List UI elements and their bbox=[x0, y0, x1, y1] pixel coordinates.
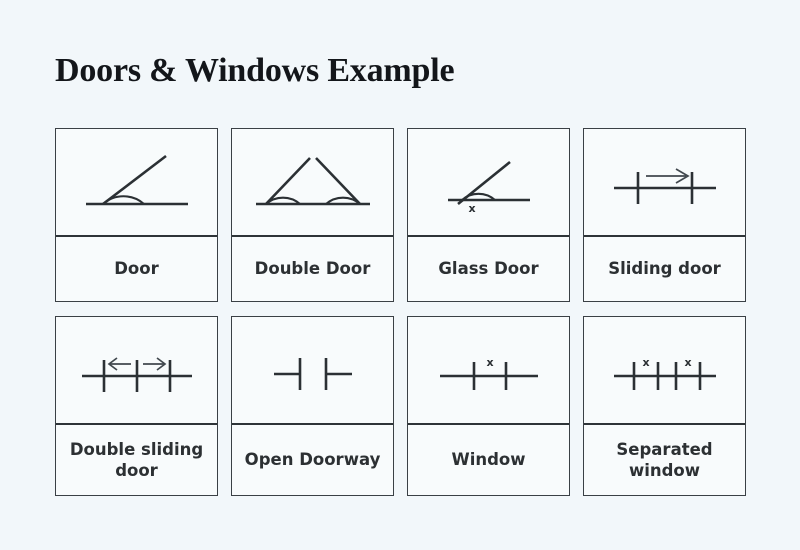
door-swing-symbol bbox=[56, 129, 217, 235]
symbol-card-sliding-door[interactable]: Sliding door bbox=[583, 128, 746, 302]
separated-window-symbol: x x bbox=[584, 317, 745, 423]
symbol-label-separated-window: Separated window bbox=[584, 423, 745, 495]
symbol-label-double-door: Double Door bbox=[232, 235, 393, 301]
separated-window-x-mark-left: x bbox=[642, 356, 649, 369]
symbol-card-double-door[interactable]: Double Door bbox=[231, 128, 394, 302]
glass-door-symbol: x bbox=[408, 129, 569, 235]
double-door-swing-symbol bbox=[232, 129, 393, 235]
symbol-card-window[interactable]: x Window bbox=[407, 316, 570, 496]
glass-door-x-mark: x bbox=[468, 202, 475, 215]
symbol-label-glass-door: Glass Door bbox=[408, 235, 569, 301]
symbol-label-sliding-door: Sliding door bbox=[584, 235, 745, 301]
separated-window-x-mark-right: x bbox=[684, 356, 691, 369]
symbol-card-open-doorway[interactable]: Open Doorway bbox=[231, 316, 394, 496]
window-symbol: x bbox=[408, 317, 569, 423]
symbol-label-door: Door bbox=[56, 235, 217, 301]
symbol-card-double-sliding-door[interactable]: Double sliding door bbox=[55, 316, 218, 496]
symbol-card-glass-door[interactable]: x Glass Door bbox=[407, 128, 570, 302]
double-sliding-door-symbol bbox=[56, 317, 217, 423]
symbol-label-open-doorway: Open Doorway bbox=[232, 423, 393, 495]
symbol-grid: Door Double Door bbox=[55, 128, 747, 496]
symbol-label-window: Window bbox=[408, 423, 569, 495]
sliding-door-symbol bbox=[584, 129, 745, 235]
open-doorway-symbol bbox=[232, 317, 393, 423]
symbol-label-double-sliding-door: Double sliding door bbox=[56, 423, 217, 495]
symbol-card-separated-window[interactable]: x x Separated window bbox=[583, 316, 746, 496]
symbol-card-door[interactable]: Door bbox=[55, 128, 218, 302]
window-x-mark: x bbox=[486, 356, 493, 369]
page-title: Doors & Windows Example bbox=[55, 52, 455, 89]
